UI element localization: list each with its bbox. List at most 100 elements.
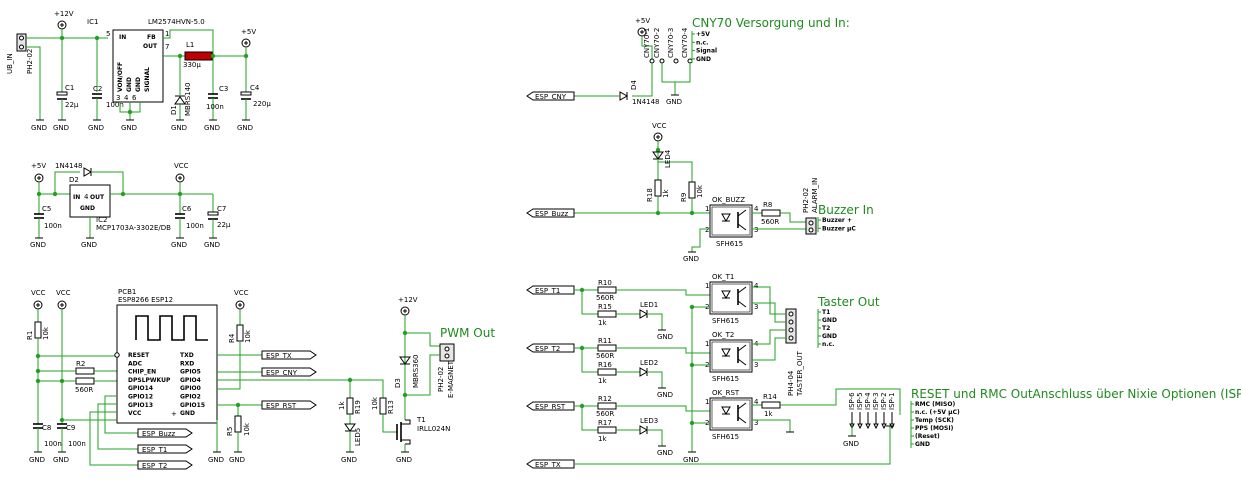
resistor-ref: R12 — [598, 395, 612, 403]
net-flag-esp-tx-right: ESP_TX — [526, 459, 575, 469]
opto-emitter — [737, 300, 747, 308]
svg-text:ESP8266 ESP12: ESP8266 ESP12 — [118, 296, 173, 304]
resistor-val: 1k — [598, 319, 607, 327]
taster-pin-list-item: n.c. — [822, 341, 834, 348]
taster-pin-list-item: T1 — [822, 309, 830, 316]
gnd-label: GND — [657, 391, 673, 399]
esp-plus-mark: + — [171, 410, 177, 418]
svg-text:3: 3 — [116, 94, 120, 102]
svg-text:GND: GND — [396, 456, 412, 464]
resistor-val: 560R — [596, 410, 614, 418]
opto-collector — [737, 344, 747, 352]
pwm-section: PWM Out +12V PH2-02 E-MAGNET D3 MBRS360 … — [338, 296, 495, 464]
svg-text:MBRS360: MBRS360 — [412, 354, 420, 388]
svg-text:GND: GND — [53, 124, 69, 132]
svg-text:ESP_Buzz: ESP_Buzz — [535, 210, 569, 218]
wire — [581, 406, 598, 431]
esp-section: VCC VCC VCC R1 10k R2 560R PCB1 ESP8266 … — [26, 288, 353, 470]
net-flag-esp-cny-left: ESP_CNY — [261, 367, 317, 377]
svg-text:C8: C8 — [42, 424, 51, 432]
pin-num: 1 — [705, 282, 709, 290]
pin-num: 3 — [754, 361, 758, 369]
buzzer-pin-list-item: Buzzer + — [822, 217, 852, 224]
svg-text:1N4148: 1N4148 — [632, 98, 660, 106]
wire — [581, 290, 598, 315]
svg-text:MCP1703A-3302E/DB: MCP1703A-3302E/DB — [96, 224, 171, 232]
taster-title: Taster Out — [817, 295, 880, 309]
c2-val: 100n — [106, 101, 124, 109]
svg-text:PCB1: PCB1 — [118, 288, 136, 296]
svg-text:D3: D3 — [394, 378, 402, 388]
opto-emitter — [737, 358, 747, 366]
esp-left-pin: DPSLPWKUP — [128, 377, 171, 384]
svg-text:ESP_T1: ESP_T1 — [142, 446, 167, 454]
svg-text:220µ: 220µ — [253, 100, 271, 108]
pin-num: 1 — [705, 340, 709, 348]
svg-text:PH2-02: PH2-02 — [437, 367, 445, 392]
svg-text:100n: 100n — [68, 440, 86, 448]
led-icon — [639, 425, 649, 435]
svg-text:GND: GND — [121, 124, 137, 132]
svg-text:1k: 1k — [338, 401, 346, 410]
svg-text:10k: 10k — [371, 396, 379, 410]
pin-num: 3 — [754, 419, 758, 427]
svg-text:GND: GND — [171, 124, 187, 132]
esp-left-pin: GPIO13 — [128, 402, 153, 409]
wire — [616, 347, 710, 354]
svg-text:GND: GND — [237, 124, 253, 132]
svg-text:5: 5 — [106, 30, 110, 38]
svg-text:C9: C9 — [66, 424, 75, 432]
resistor-series — [597, 402, 617, 410]
svg-text:MBRS140: MBRS140 — [184, 82, 192, 116]
svg-text:100n: 100n — [44, 222, 62, 230]
wire — [616, 405, 710, 412]
resistor-val: 1k — [598, 377, 607, 385]
resistor-ref: R15 — [598, 303, 612, 311]
opto-led-icon — [721, 348, 731, 358]
c1-ref: C1 — [65, 84, 74, 92]
svg-text:VON/OFF: VON/OFF — [117, 62, 124, 92]
taster-gnd-label: GND — [683, 456, 699, 464]
svg-text:ESP_TX: ESP_TX — [266, 352, 292, 360]
svg-text:GND: GND — [88, 124, 104, 132]
ic1-body — [112, 29, 164, 103]
svg-text:1N4148: 1N4148 — [55, 162, 83, 170]
svg-text:1k: 1k — [662, 189, 670, 198]
net-flag-esp-t1-left: ESP_T1 — [137, 444, 193, 454]
svg-text:ESP_Buzz: ESP_Buzz — [142, 430, 176, 438]
net-flag-esp-rst-left: ESP_RST — [261, 400, 317, 410]
svg-text:GND: GND — [204, 241, 220, 249]
svg-text:R14: R14 — [763, 393, 777, 401]
ic2-body — [69, 184, 111, 218]
isp-section: RESET und RMC OutAnschluss über Nixie Op… — [843, 387, 1241, 448]
optocoupler-ref: OK_RST — [712, 389, 740, 397]
svg-text:100n: 100n — [206, 103, 224, 111]
l1-ref: L1 — [186, 41, 194, 49]
net-flag-label: ESP_T2 — [535, 345, 560, 353]
svg-text:100n: 100n — [44, 440, 62, 448]
esp-left-pin: RESET — [128, 352, 150, 359]
svg-text:GND: GND — [171, 241, 187, 249]
resistor-ref: R17 — [598, 419, 612, 427]
taster-pin-list-item: GND — [822, 333, 837, 340]
resistor-val: 560R — [596, 294, 614, 302]
opto-led-icon — [721, 290, 731, 300]
optocoupler — [709, 397, 753, 431]
l1-val: 330µ — [183, 61, 201, 69]
svg-text:ESP_CNY: ESP_CNY — [266, 369, 298, 377]
isp-pin-list-item: Temp (SCK) — [915, 417, 954, 424]
esp-right-pin: TXD — [180, 352, 194, 359]
svg-text:GND: GND — [229, 456, 245, 464]
svg-text:R13: R13 — [387, 400, 395, 414]
svg-text:GND: GND — [30, 241, 46, 249]
cny70-pin-label: CNY70-3 — [667, 28, 675, 58]
svg-text:+5V: +5V — [635, 17, 650, 25]
svg-text:IRLL024N: IRLL024N — [417, 425, 450, 433]
resistor-series — [597, 286, 617, 294]
svg-text:GND: GND — [126, 77, 133, 92]
svg-text:D1: D1 — [170, 105, 178, 115]
cny70-title: CNY70 Versorgung und In: — [692, 16, 850, 30]
isp-pin-tip — [857, 423, 863, 430]
svg-text:ESP_RST: ESP_RST — [266, 402, 297, 410]
